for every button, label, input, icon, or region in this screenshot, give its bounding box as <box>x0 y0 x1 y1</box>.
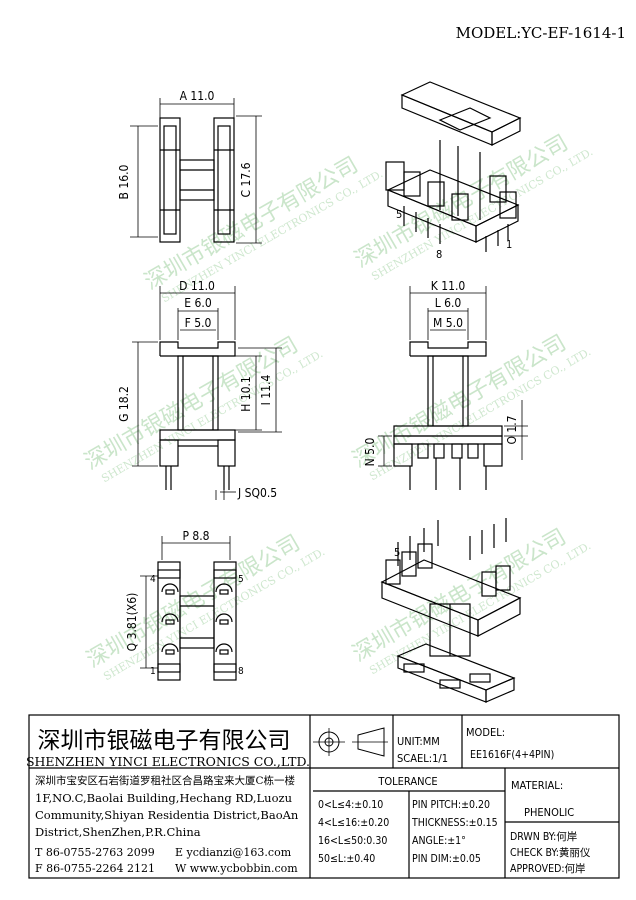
email-address: E ycdianzi@163.com <box>175 846 292 859</box>
material-value: PHENOLIC <box>524 806 574 819</box>
dim-f: F 5.0 <box>185 316 212 330</box>
fax-number: F 86-0755-2264 2121 <box>35 862 155 875</box>
pin-tolerance-row: ANGLE:±1° <box>412 835 466 847</box>
dim-l: L 6.0 <box>435 296 462 310</box>
dim-b: B 16.0 <box>117 164 131 199</box>
pin-label-1: 1 <box>506 238 512 251</box>
dim-m: M 5.0 <box>433 316 463 330</box>
pin-tolerance-row: PIN DIM:±0.05 <box>412 853 481 865</box>
dim-o: O 1.7 <box>505 415 519 444</box>
model-value: EE1616F(4+4PIN) <box>470 749 554 761</box>
dim-h: H 10.1 <box>239 376 253 412</box>
dim-d: D 11.0 <box>179 279 215 293</box>
dim-k: K 11.0 <box>431 279 466 293</box>
material-label: MATERIAL: <box>511 779 563 792</box>
front-view <box>132 286 282 500</box>
dim-a: A 11.0 <box>180 89 215 103</box>
company-name-en: SHENZHEN YINCI ELECTRONICS CO.,LTD. <box>26 754 310 769</box>
drawn-by: DRWN BY:何岸 <box>510 830 577 843</box>
company-name-cn: 深圳市银磁电子有限公司 <box>38 728 291 754</box>
watermark-en: SHENZHEN YINCI ELECTRONICS CO., LTD. <box>367 539 593 677</box>
pin-label-5: 5 <box>396 208 402 221</box>
iso-view-top <box>385 81 522 252</box>
dim-e: E 6.0 <box>184 296 212 310</box>
tel-number: T 86-0755-2763 2099 <box>35 846 155 859</box>
watermark-cn: 深圳市银磁电子有限公司 <box>349 331 571 474</box>
watermark-en: SHENZHEN YINCI ELECTRONICS CO., LTD. <box>367 345 593 483</box>
address-line-3: District,ShenZhen,P.R.China <box>35 825 201 839</box>
watermark-en: SHENZHEN YINCI ELECTRONICS CO., LTD. <box>369 145 595 283</box>
pin-label-8: 8 <box>238 666 244 677</box>
tolerance-row: 0<L≤4:±0.10 <box>318 799 383 811</box>
approved-by: APPROVED:何岸 <box>510 862 586 875</box>
bottom-view <box>140 536 237 681</box>
model-label: MODEL: <box>466 726 505 739</box>
watermark-cn: 深圳市银磁电子有限公司 <box>351 131 573 274</box>
pin-label-1: 1 <box>150 666 156 677</box>
checked-by: CHECK BY:黄丽仪 <box>510 846 591 859</box>
dim-g: G 18.2 <box>117 386 131 422</box>
address-line-1: 1F,NO.C,Baolai Building,Hechang RD,Luozu <box>35 791 292 805</box>
dim-p: P 8.8 <box>182 529 209 543</box>
top-view <box>130 98 262 244</box>
pin-tolerance-row: PIN PITCH:±0.20 <box>412 799 490 811</box>
tolerance-row: 16<L≤50:0.30 <box>318 835 387 847</box>
iso-view-bottom <box>380 518 522 703</box>
dim-i: I 11.4 <box>259 375 273 406</box>
dim-q: Q 3.81(X6) <box>125 593 139 652</box>
pin-label-8: 8 <box>436 248 442 261</box>
address-line-2: Community,Shiyan Residentia District,Bao… <box>35 808 299 822</box>
dim-n: N 5.0 <box>363 438 377 467</box>
tolerance-row: 4<L≤16:±0.20 <box>318 817 389 829</box>
dim-j: J SQ0.5 <box>237 486 277 500</box>
side-view <box>378 286 528 490</box>
model-header: MODEL:YC-EF-1614-1 <box>456 24 626 42</box>
address-line-cn: 深圳市宝安区石岩街道罗租社区合昌路宝来大厦C栋一楼 <box>35 774 296 787</box>
pin-label-5: 5 <box>394 546 400 559</box>
scale-label: SCAEL:1/1 <box>397 752 448 765</box>
dim-c: C 17.6 <box>239 162 253 197</box>
website-url: W www.ycbobbin.com <box>175 862 298 875</box>
watermark-en: SHENZHEN YINCI ELECTRONICS CO., LTD. <box>99 347 325 485</box>
tolerance-label: TOLERANCE <box>377 775 437 788</box>
pin-label-4: 4 <box>150 574 156 585</box>
unit-label: UNIT:MM <box>397 735 440 748</box>
pin-tolerance-row: THICKNESS:±0.15 <box>411 817 498 829</box>
pin-label-5: 5 <box>238 574 244 585</box>
tolerance-row: 50≤L:±0.40 <box>318 853 375 865</box>
watermark-cn: 深圳市银磁电子有限公司 <box>83 531 305 674</box>
title-block <box>28 714 620 879</box>
